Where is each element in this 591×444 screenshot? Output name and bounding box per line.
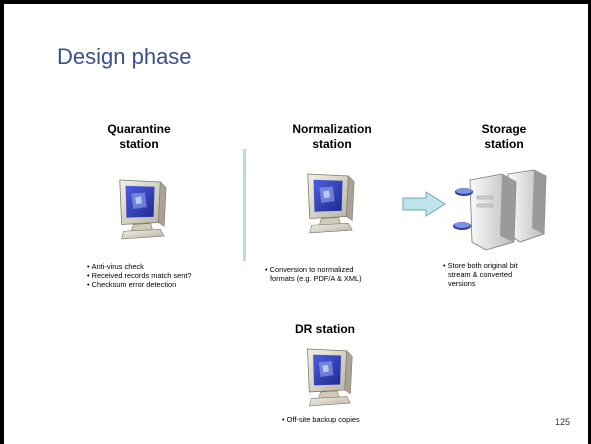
bullet-item: versions (448, 279, 476, 288)
normalization-title-line2: station (312, 137, 352, 151)
dr-bullet-list: Off-site backup copies (282, 415, 360, 424)
left-border (0, 0, 4, 444)
bullet-item: Anti-virus check (87, 262, 191, 271)
dr-station-title: DR station (280, 322, 370, 337)
bullet-item: Conversion to normalized (265, 265, 362, 274)
dr-computer-icon (306, 348, 353, 407)
storage-bullet-list: Store both original bit stream & convert… (443, 261, 518, 288)
bullet-item: Checksum error detection (87, 280, 191, 289)
normalization-computer-icon (307, 173, 355, 234)
normalization-station-title: Normalization station (276, 122, 388, 152)
storage-title-line1: Storage (481, 122, 527, 136)
right-border (588, 0, 591, 444)
server-tower-icon (453, 169, 547, 251)
divider-line (243, 149, 246, 261)
right-arrow-icon (402, 191, 446, 217)
quarantine-bullet-list: Anti-virus check Received records match … (87, 262, 192, 289)
quarantine-computer-icon (119, 179, 167, 240)
quarantine-station-title: Quarantine station (84, 122, 194, 152)
top-border (0, 0, 591, 4)
storage-title-line2: station (484, 137, 524, 151)
dr-title-line1: DR station (295, 322, 355, 336)
bullet-item: Received records match sent? (87, 271, 192, 280)
normalization-title-line1: Normalization (292, 122, 372, 136)
bullet-item: Off-site backup copies (282, 415, 360, 424)
normalization-bullet-list: Conversion to normalized formats (e.g. P… (265, 265, 362, 283)
quarantine-title-line1: Quarantine (107, 122, 171, 136)
storage-station-title: Storage station (458, 122, 550, 152)
bullet-item: formats (e.g. PDF/A & XML) (270, 274, 362, 283)
slide-title: Design phase (57, 44, 192, 69)
quarantine-title-line2: station (119, 137, 159, 151)
bullet-item: stream & converted (448, 270, 513, 279)
page-number: 125 (555, 417, 571, 427)
bullet-item: Store both original bit (443, 261, 518, 270)
